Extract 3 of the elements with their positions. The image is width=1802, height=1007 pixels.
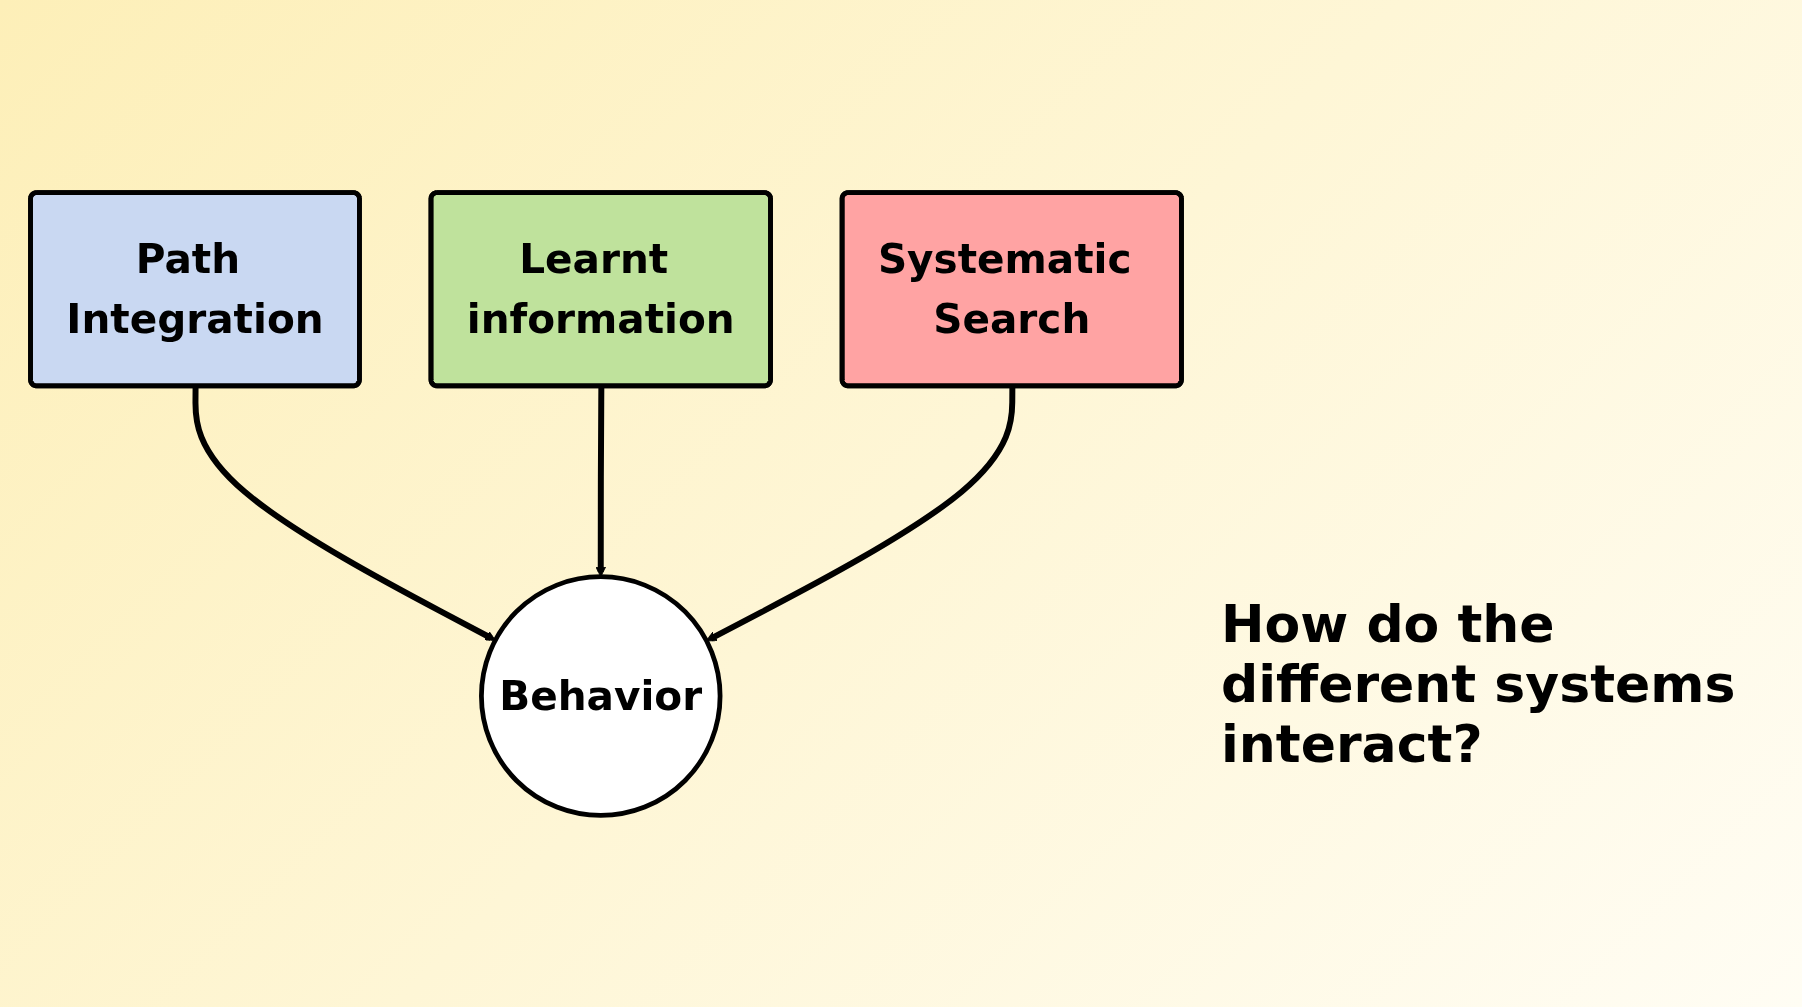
- question-text: How do the different systems interact?: [1221, 593, 1737, 774]
- arrow: [595, 385, 606, 577]
- node-circle: Behavior: [479, 573, 723, 818]
